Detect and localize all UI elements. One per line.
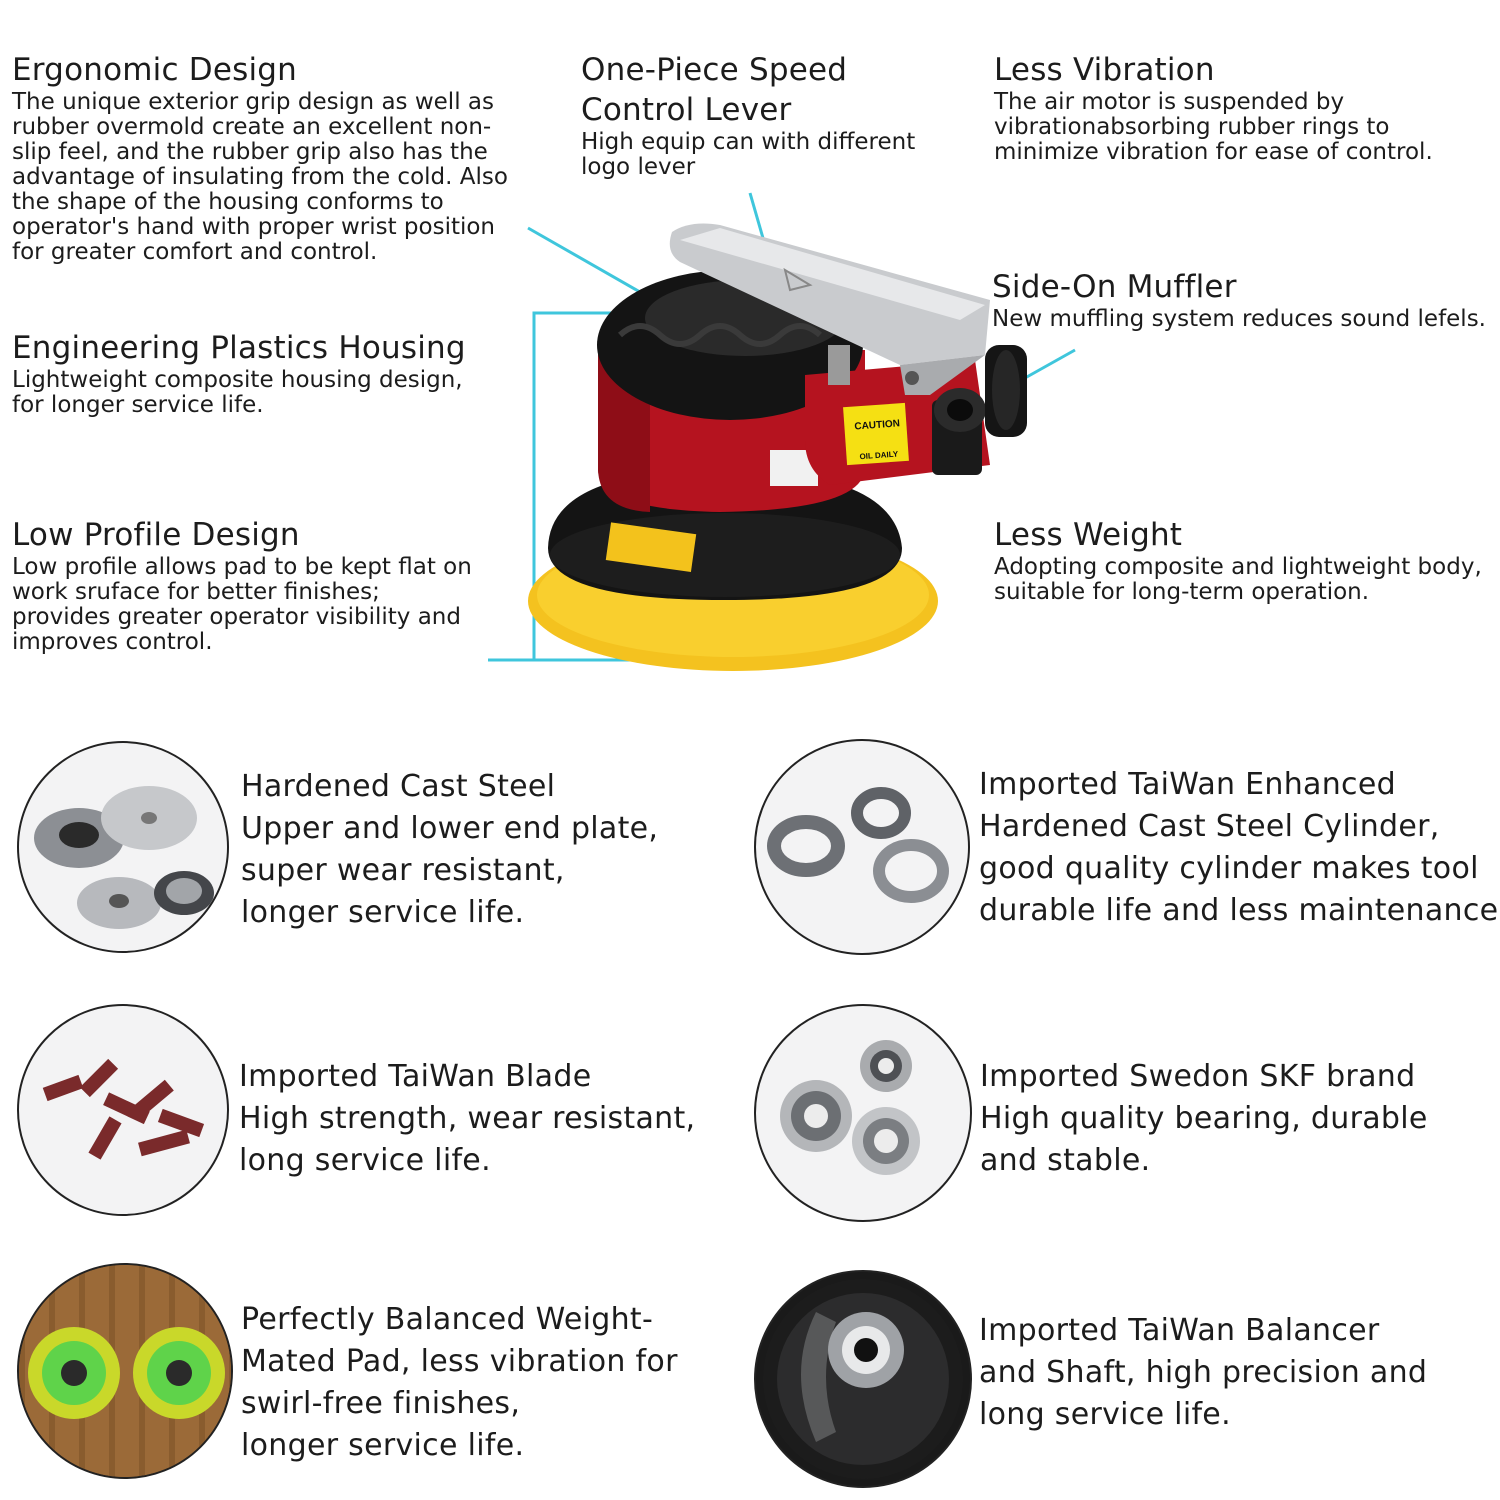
component-line: Upper and lower end plate, [241,811,659,846]
component-title: Imported TaiWan Blade [239,1059,592,1094]
component-line: and stable. [980,1143,1151,1178]
lever-logo-mark [783,267,813,292]
component-image-balancer [754,1270,972,1488]
component-pads: Perfectly Balanced Weight- Mated Pad, le… [241,1299,711,1467]
blade [42,1074,84,1102]
feature-description: New muffling system reduces sound lefels… [992,306,1486,332]
feature-description: High equip can with different logo lever [581,129,916,180]
component-line: Hardened Cast Steel Cylinder, [979,809,1440,844]
caution-footer-text: OIL DAILY [859,449,899,461]
component-end-plates: Hardened Cast Steel Upper and lower end … [241,766,711,934]
blade-group [42,1058,205,1160]
feature-less-vibration: Less Vibration The air motor is suspende… [994,50,1474,165]
caution-text: CAUTION [854,418,900,432]
blade [103,1092,150,1125]
component-image-blades [17,1004,229,1216]
component-line: swirl-free finishes, [241,1386,521,1421]
callout-lines [488,192,1076,662]
blade [88,1116,122,1160]
component-line: longer service life. [241,895,525,930]
grip-pattern [617,323,823,347]
feature-muffler: Side-On Muffler New muffling system redu… [992,267,1497,332]
callout-line-muffler [1024,348,1076,380]
feature-title: Less Vibration [994,52,1215,88]
component-cylinder: Imported TaiWan Enhanced Hardened Cast S… [979,764,1500,932]
feature-low-profile: Low Profile Design Low profile allows pa… [12,515,482,655]
component-bearings: Imported Swedon SKF brand High quality b… [980,1056,1490,1182]
component-line: good quality cylinder makes tool [979,851,1479,886]
component-line: durable life and less maintenance. [979,893,1500,928]
feature-description: Low profile allows pad to be kept flat o… [12,554,472,655]
component-image-cylinder [754,739,970,955]
component-title: Imported Swedon SKF brand [980,1059,1416,1094]
component-line: long service life. [239,1143,491,1178]
component-image-bearings [754,1004,972,1222]
component-title: Imported TaiWan Balancer [979,1313,1380,1348]
feature-speed-lever: One-Piece Speed Control Lever High equip… [581,50,941,180]
feature-less-weight: Less Weight Adopting composite and light… [994,515,1497,605]
speed-lever-hinge [900,355,985,395]
component-line: super wear resistant, [241,853,565,888]
pad-hub [166,1360,192,1386]
feature-title: Engineering Plastics Housing [12,330,466,366]
speed-lever-highlight [680,228,985,320]
component-balancer: Imported TaiWan Balancer and Shaft, high… [979,1310,1479,1436]
air-inlet-hole [947,399,973,421]
blade [157,1108,205,1138]
lever-pin [905,371,919,385]
component-line: long service life. [979,1397,1231,1432]
feature-title: Ergonomic Design [12,52,297,88]
component-line: Mated Pad, less vibration for [241,1344,678,1379]
warning-sticker-pad [605,522,697,572]
feature-description: The unique exterior grip design as well … [12,89,508,265]
feature-title-line1: One-Piece Speed [581,52,848,88]
cylinder-ring [767,815,845,877]
black-base-rim [550,513,900,597]
end-plate-hole [59,822,99,848]
component-line: High strength, wear resistant, [239,1101,696,1136]
component-title: Perfectly Balanced Weight- [241,1302,654,1337]
blade [79,1058,119,1098]
end-plate-hole [166,878,202,904]
balancer-counterweight [801,1312,836,1442]
callout-line-housing [488,311,655,662]
component-title: Hardened Cast Steel [241,769,556,804]
end-plate-hole [141,812,157,824]
feature-description: The air motor is suspended by vibrationa… [994,89,1433,165]
component-line: longer service life. [241,1428,525,1463]
feature-title: Less Weight [994,517,1183,553]
feature-title: Side-On Muffler [992,269,1237,305]
shaft-hole [854,1338,878,1362]
component-image-end-plates [17,741,229,953]
feature-description: Lightweight composite housing design, fo… [12,367,463,418]
callout-line-ergonomic [527,226,641,294]
component-image-pads [17,1263,233,1479]
blade [134,1079,174,1117]
side-muffler-end [992,350,1020,430]
feature-description: Adopting composite and lightweight body,… [994,554,1482,605]
component-title: Imported TaiWan Enhanced [979,767,1396,802]
cylinder-ring [873,839,949,903]
lever-post [828,345,850,385]
cylinder-ring [851,787,911,839]
component-line: and Shaft, high precision and [979,1355,1428,1390]
product-illustration: CAUTION OIL DAILY [488,192,1076,671]
caution-sticker [843,402,909,466]
feature-housing: Engineering Plastics Housing Lightweight… [12,328,492,418]
bearing-bore [878,1058,894,1074]
component-line: High quality bearing, durable [980,1101,1428,1136]
callout-line-lever [748,192,767,246]
pad-hub [61,1360,87,1386]
feature-ergonomic: Ergonomic Design The unique exterior gri… [12,50,527,265]
feature-title: Low Profile Design [12,517,300,553]
end-plate-hole [109,894,129,908]
component-blades: Imported TaiWan Blade High strength, wea… [239,1056,709,1182]
feature-title-line2: Control Lever [581,92,792,128]
blade [138,1129,190,1157]
bearing-bore [804,1104,828,1128]
bearing-bore [874,1129,898,1153]
